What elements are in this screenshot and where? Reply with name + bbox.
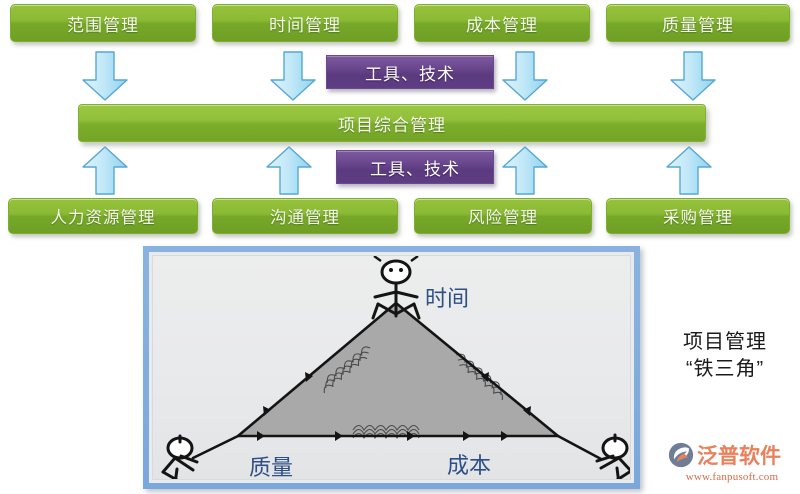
iron-triangle-illustration: 时间 质量 成本 (161, 256, 630, 480)
chip-label: 时间管理 (269, 15, 341, 35)
iron-triangle-panel: 时间 质量 成本 (143, 246, 640, 489)
arrow-up-icon-3 (500, 146, 550, 196)
chip-cost-management[interactable]: 成本管理 (414, 4, 590, 42)
chip-label: 沟通管理 (270, 209, 340, 227)
arrow-down-icon-4 (668, 50, 718, 102)
chip-time-management[interactable]: 时间管理 (212, 4, 398, 42)
chip-label: 风险管理 (468, 209, 538, 227)
fanpu-logo[interactable]: 泛普软件 www.fanpusoft.com (668, 440, 796, 486)
chip-label: 质量管理 (662, 15, 734, 35)
caption-line-2: “铁三角” (685, 358, 765, 380)
label-time: 时间 (425, 286, 469, 311)
iron-triangle-canvas: 时间 质量 成本 (152, 255, 631, 480)
label-quality: 质量 (249, 455, 293, 480)
chip-hr-management[interactable]: 人力资源管理 (8, 198, 198, 234)
chip-label: 成本管理 (466, 15, 538, 35)
chip-procurement-management[interactable]: 采购管理 (606, 198, 790, 234)
label-cost: 成本 (447, 453, 491, 478)
arrow-up-icon-2 (264, 146, 314, 196)
chip-label: 人力资源管理 (50, 209, 156, 227)
chip-tools-techniques-bottom[interactable]: 工具、技术 (336, 150, 494, 184)
arrow-up-icon-4 (664, 146, 714, 196)
logo-name: 泛普软件 (697, 444, 781, 468)
chip-quality-management[interactable]: 质量管理 (606, 4, 790, 42)
arrow-down-icon-3 (500, 50, 550, 102)
logo-mark-icon (668, 442, 694, 468)
chip-label: 工具、技术 (370, 159, 460, 179)
bar-label: 项目综合管理 (338, 115, 446, 135)
chip-risk-management[interactable]: 风险管理 (414, 198, 592, 234)
chip-communication-management[interactable]: 沟通管理 (212, 198, 398, 234)
arrow-up-icon-1 (80, 146, 130, 196)
chip-label: 工具、技术 (365, 64, 455, 84)
caption-line-1: 项目管理 (683, 331, 767, 353)
chip-label: 采购管理 (663, 209, 733, 227)
logo-url: www.fanpusoft.com (685, 471, 779, 483)
arrow-down-icon-2 (268, 50, 318, 102)
caption-iron-triangle: 项目管理 “铁三角” (655, 329, 795, 383)
arrow-down-icon-1 (80, 50, 130, 102)
bar-integration-management[interactable]: 项目综合管理 (78, 104, 706, 142)
chip-label: 范围管理 (67, 15, 139, 35)
chip-tools-techniques-top[interactable]: 工具、技术 (326, 55, 494, 89)
chip-scope-management[interactable]: 范围管理 (10, 4, 196, 42)
